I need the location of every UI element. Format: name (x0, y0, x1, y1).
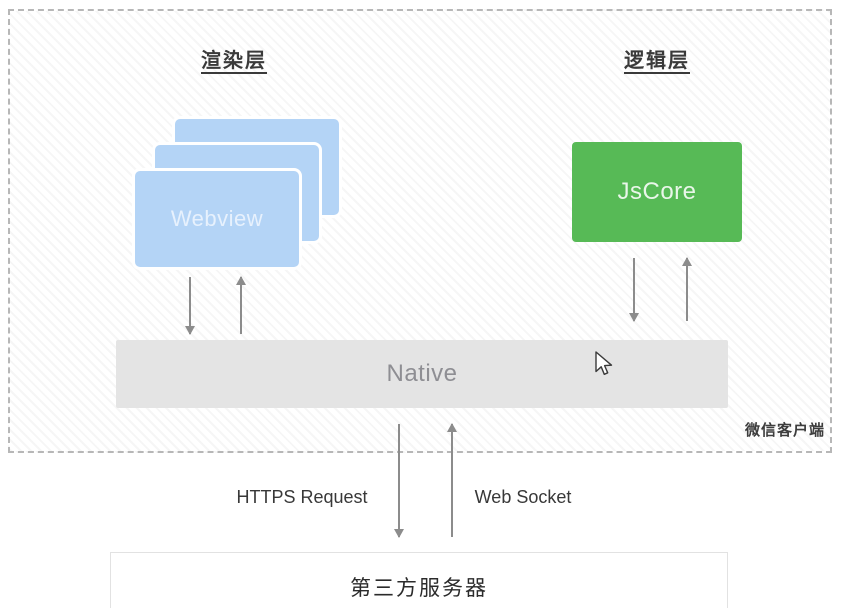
https-request-arrow (394, 424, 404, 538)
https-request-label: HTTPS Request (236, 487, 368, 507)
wechat-client-label: 微信客户端 (744, 422, 825, 439)
jscore-label: JsCore (617, 178, 697, 205)
third-party-server-box: 第三方服务器 (110, 552, 728, 608)
websocket-arrow (447, 423, 457, 537)
native-to-jscore-arrow (682, 257, 692, 321)
websocket-label: Web Socket (474, 487, 572, 507)
native-label: Native (386, 360, 458, 387)
third-party-server-label: 第三方服务器 (350, 577, 488, 600)
cursor-icon (594, 351, 614, 383)
native-to-webview-arrow (236, 276, 246, 334)
native-bar: Native (116, 340, 728, 408)
logic-layer-title: 逻辑层 (624, 50, 690, 72)
jscore-box: JsCore (572, 142, 742, 242)
webview-label: Webview (170, 206, 264, 231)
webview-to-native-arrow (185, 277, 195, 335)
webview-card-front: Webview (132, 168, 302, 270)
jscore-to-native-arrow (629, 258, 639, 322)
rendering-layer-title: 渲染层 (201, 50, 267, 72)
